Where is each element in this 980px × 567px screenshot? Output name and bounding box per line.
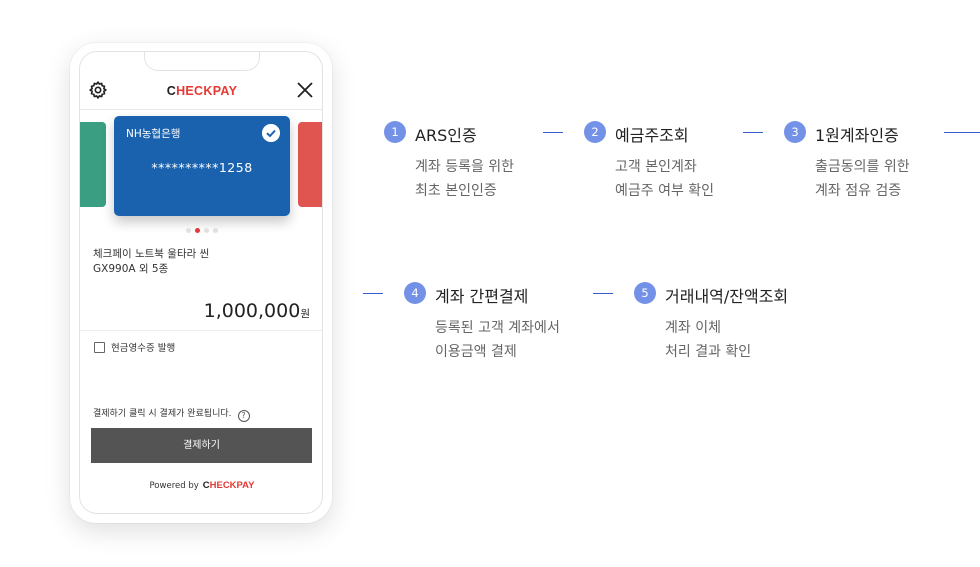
- powered-by-label: Powered by: [149, 481, 199, 491]
- carousel-dot[interactable]: [186, 228, 191, 233]
- divider: [80, 330, 322, 331]
- price-unit: 원: [300, 308, 310, 320]
- step-number-badge: 5: [634, 282, 656, 304]
- cash-receipt-option[interactable]: 현금영수증 발행: [94, 340, 175, 354]
- phone-notch: [144, 52, 260, 71]
- bank-card[interactable]: NH농협은행 **********1258: [114, 116, 290, 216]
- step-connector: [743, 132, 763, 133]
- next-card-peek[interactable]: [298, 122, 322, 207]
- carousel-dot[interactable]: [213, 228, 218, 233]
- step-title: 계좌 간편결제: [435, 287, 529, 306]
- cash-receipt-checkbox[interactable]: [94, 342, 105, 353]
- product-name-line1: 체크페이 노트북 울타라 씬: [93, 248, 210, 260]
- step-connector: [593, 293, 613, 294]
- checkout-screen: CHECKPAY NH농협은행 **********1258 체크페이 노트북 …: [79, 51, 323, 514]
- check-icon: [262, 124, 280, 142]
- pay-button[interactable]: 결제하기: [91, 428, 312, 463]
- checkpay-logo: CHECKPAY: [166, 84, 238, 98]
- payment-notice: 결제하기 클릭 시 결제가 완료됩니다.?: [93, 406, 250, 422]
- step-title: ARS인증: [415, 126, 477, 145]
- carousel-dot-active[interactable]: [195, 228, 200, 233]
- checkpay-footer-logo: CHECKPAY: [202, 480, 255, 491]
- step-connector: [363, 293, 383, 294]
- payment-notice-text: 결제하기 클릭 시 결제가 완료됩니다.: [93, 409, 232, 419]
- card-bank-name: NH농협은행: [126, 128, 181, 140]
- step-number-badge: 3: [784, 121, 806, 143]
- product-name-line2: GX990A 외 5종: [93, 263, 169, 275]
- step-connector: [944, 132, 980, 133]
- gear-icon[interactable]: [88, 80, 108, 100]
- cash-receipt-label: 현금영수증 발행: [111, 343, 176, 354]
- step-title: 1원계좌인증: [815, 126, 899, 145]
- close-icon[interactable]: [296, 81, 314, 99]
- carousel-indicator: [80, 228, 322, 233]
- step-title: 거래내역/잔액조회: [665, 287, 789, 306]
- app-header: CHECKPAY: [80, 74, 322, 110]
- prev-card-peek[interactable]: [80, 122, 106, 207]
- step-title: 예금주조회: [615, 126, 689, 145]
- help-icon[interactable]: ?: [237, 410, 250, 422]
- product-name: 체크페이 노트북 울타라 씬 GX990A 외 5종: [93, 247, 313, 277]
- price-amount: 1,000,000: [203, 300, 301, 322]
- step-connector: [543, 132, 563, 133]
- price: 1,000,000원: [80, 300, 310, 322]
- carousel-dot[interactable]: [204, 228, 209, 233]
- step-number-badge: 4: [404, 282, 426, 304]
- card-number: **********1258: [151, 160, 253, 175]
- step-number-badge: 2: [584, 121, 606, 143]
- phone-mockup: CHECKPAY NH농협은행 **********1258 체크페이 노트북 …: [70, 43, 332, 523]
- step-number-badge: 1: [384, 121, 406, 143]
